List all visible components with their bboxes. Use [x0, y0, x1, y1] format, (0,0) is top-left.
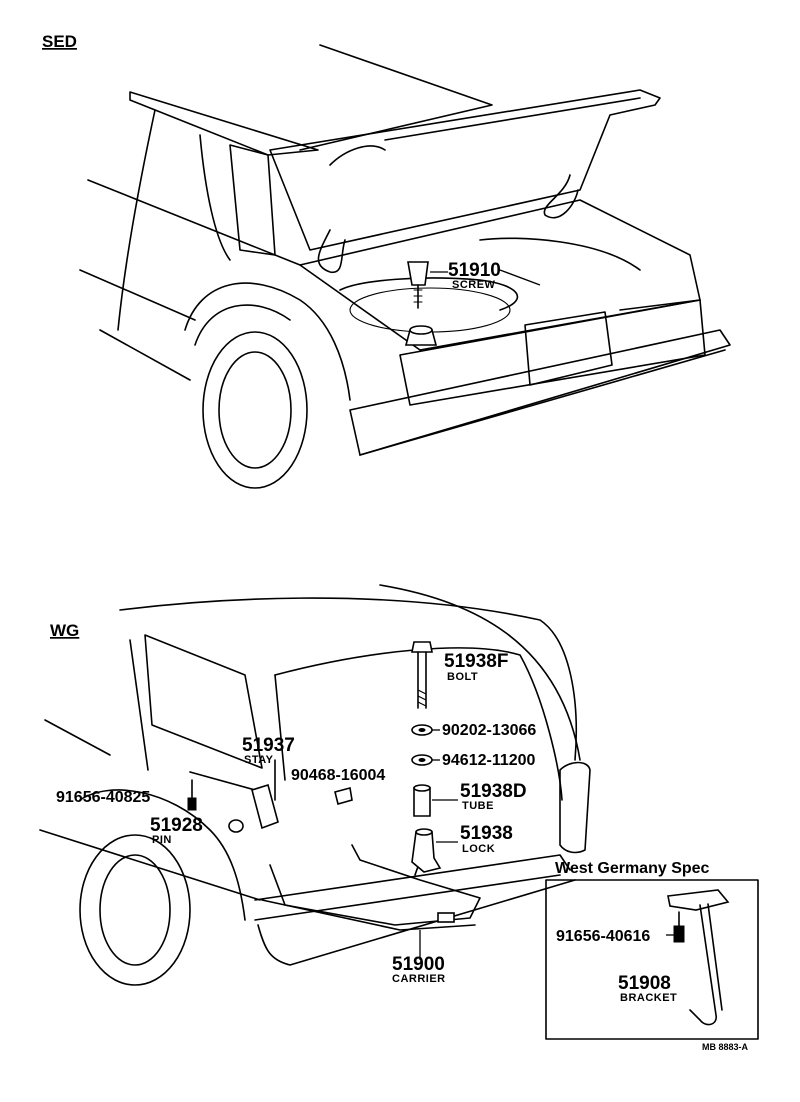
bolt-part-name: BOLT [447, 671, 478, 683]
washer-1-part-number: 90202-13066 [442, 722, 536, 739]
inset-frame [545, 879, 759, 1040]
washer-2-part-number: 94612-11200 [442, 752, 536, 769]
screw-part-number: 51910 [448, 260, 501, 281]
lock-part-number: 51938 [460, 823, 513, 844]
wagon-rear-illustration [39, 584, 591, 986]
tube-part-name: TUBE [462, 800, 494, 812]
tube-part-number: 51938D [460, 781, 527, 802]
lock-part-name: LOCK [462, 843, 495, 855]
wg-section-title: WG [50, 621, 79, 640]
pin-part-number: 51928 [150, 815, 203, 836]
bracket-illustration [666, 889, 730, 1026]
screw-part-name: SCREW [452, 279, 496, 291]
bracket-part-name: BRACKET [620, 992, 677, 1004]
bolt-part-number: 51938F [444, 651, 508, 672]
bracket-part-number: 51908 [618, 973, 671, 994]
sedan-rear-illustration [79, 44, 731, 489]
carrier-part-number: 51900 [392, 954, 445, 975]
sed-section-title: SED [42, 32, 77, 51]
inset-screw-part-number: 91656-40616 [556, 928, 650, 945]
figure-code: MB 8883-A [702, 1042, 749, 1052]
stay-part-name: STAY [244, 754, 274, 766]
clip-part-number: 90468-16004 [291, 767, 385, 784]
stay-part-number: 51937 [242, 735, 295, 756]
carrier-part-name: CARRIER [392, 973, 446, 985]
inset-title: West Germany Spec [555, 860, 710, 877]
pin-part-name: PIN [152, 834, 172, 846]
screw-wg-part-number: 91656-40825 [56, 789, 150, 806]
